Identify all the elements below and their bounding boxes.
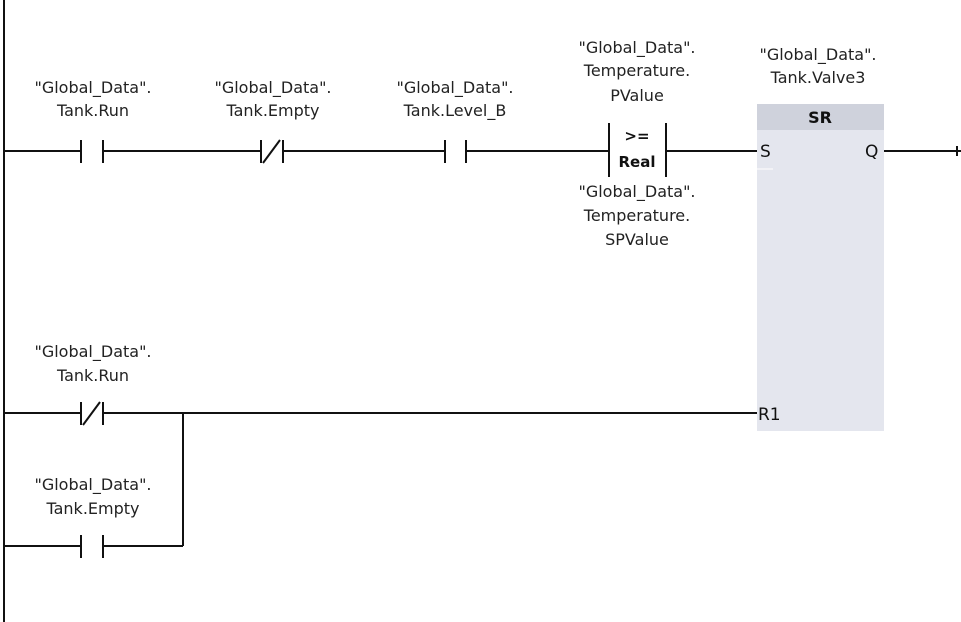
sr-pin-q[interactable]: Q [865,142,878,162]
compare-in2-line1: "Global_Data". [578,182,695,202]
compare-in1-line3: PValue [610,86,664,105]
contact-empty-no-tag-line2: Tank.Empty [45,499,139,518]
contact-tank-empty-tag-line1: "Global_Data". [214,78,331,98]
compare-in2-line2: Temperature. [583,206,690,225]
sr-block-body [757,104,884,431]
compare-contact-ge-real[interactable]: "Global_Data". Temperature. PValue >= Re… [578,38,695,249]
compare-in1-line1: "Global_Data". [578,38,695,58]
contact-tank-empty-no[interactable]: "Global_Data". Tank.Empty [34,475,152,558]
nc-contact-slash [82,401,101,426]
contact-tank-run-tag-line1: "Global_Data". [34,78,151,98]
contact-tank-empty-nc[interactable]: "Global_Data". Tank.Empty [214,78,332,164]
contact-tank-level-b[interactable]: "Global_Data". Tank.Level_B [396,78,514,163]
compare-in2-line3: SPValue [605,230,669,249]
contact-tank-level-tag-line2: Tank.Level_B [403,101,507,121]
contact-empty-no-tag-line1: "Global_Data". [34,475,151,495]
rung-2-wires [4,412,757,547]
contact-tank-empty-tag-line2: Tank.Empty [225,101,319,120]
contact-run-nc-tag-line2: Tank.Run [56,366,129,385]
contact-tank-run-nc[interactable]: "Global_Data". Tank.Run [34,342,152,426]
sr-pin-r1[interactable]: R1 [758,405,781,425]
sr-block-name: SR [808,108,832,127]
sr-pin-s[interactable]: S [760,142,771,162]
sr-tag-line2: Tank.Valve3 [770,68,866,87]
nc-contact-slash [262,139,281,164]
contact-tank-level-tag-line1: "Global_Data". [396,78,513,98]
contact-tank-run-tag-line2: Tank.Run [56,101,129,120]
rung-1-wires [4,146,961,156]
sr-block[interactable]: "Global_Data". Tank.Valve3 SR S Q R1 [757,45,884,431]
sr-tag-line1: "Global_Data". [759,45,876,65]
contact-run-nc-tag-line1: "Global_Data". [34,342,151,362]
compare-operator: >= [624,127,649,145]
compare-in1-line2: Temperature. [583,61,690,80]
contact-tank-run[interactable]: "Global_Data". Tank.Run [34,78,152,163]
sr-block-header [757,104,884,130]
compare-datatype: Real [619,153,656,171]
